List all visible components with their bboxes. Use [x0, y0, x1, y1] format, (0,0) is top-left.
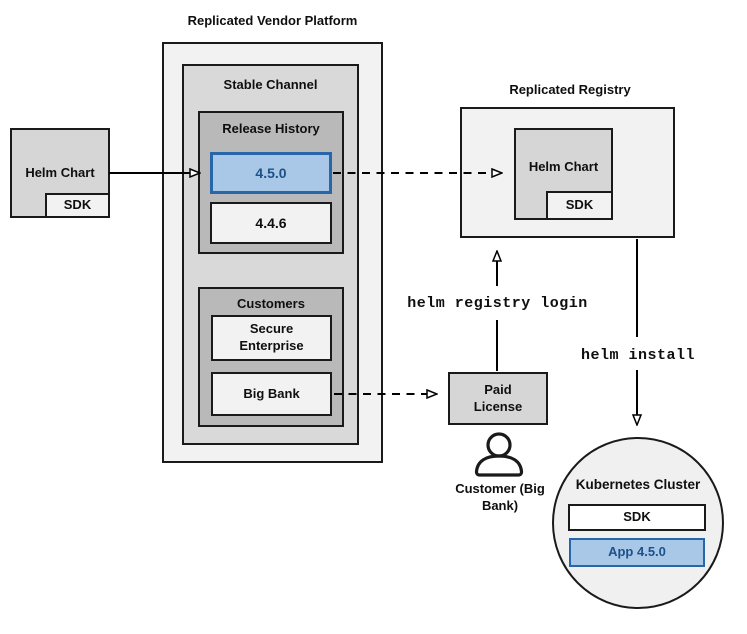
- customer-item-label: Secure Enterprise: [239, 321, 304, 353]
- customer-item-big-bank: Big Bank: [211, 372, 332, 416]
- cluster-sdk-box: SDK: [568, 504, 706, 531]
- paid-license-label: Paid License: [473, 381, 523, 414]
- sdk-label: SDK: [623, 509, 651, 525]
- kubernetes-cluster-title: Kubernetes Cluster: [575, 477, 701, 492]
- cluster-app-label: App 4.5.0: [608, 544, 666, 560]
- customer-item-label: Big Bank: [243, 385, 300, 401]
- release-version-label: 4.4.6: [255, 215, 287, 231]
- paid-license-box: Paid License: [448, 372, 548, 425]
- cluster-app-box: App 4.5.0: [569, 538, 705, 567]
- registry-title: Replicated Registry: [509, 82, 631, 97]
- sdk-label: SDK: [63, 197, 92, 213]
- release-item-4-5-0: 4.5.0: [210, 152, 332, 194]
- person-icon: [474, 432, 524, 477]
- registry-sdk-box: SDK: [546, 191, 613, 220]
- stable-channel-title: Stable Channel: [223, 77, 318, 92]
- helm-chart-source-label: Helm Chart: [25, 164, 95, 180]
- helm-chart-source-sdk-box: SDK: [45, 193, 110, 218]
- registry-helm-chart-label: Helm Chart: [528, 158, 599, 174]
- customer-item-secure-enterprise: Secure Enterprise: [211, 315, 332, 361]
- release-version-label: 4.5.0: [255, 165, 287, 181]
- cmd-helm-registry-login: helm registry login: [407, 295, 588, 312]
- vendor-platform-title: Replicated Vendor Platform: [187, 13, 358, 28]
- customer-label: Customer (Big Bank): [455, 481, 545, 513]
- cmd-helm-install: helm install: [580, 347, 696, 364]
- customers-title: Customers: [237, 296, 305, 311]
- release-item-4-4-6: 4.4.6: [210, 202, 332, 244]
- release-history-title: Release History: [222, 121, 320, 136]
- sdk-label: SDK: [565, 197, 594, 213]
